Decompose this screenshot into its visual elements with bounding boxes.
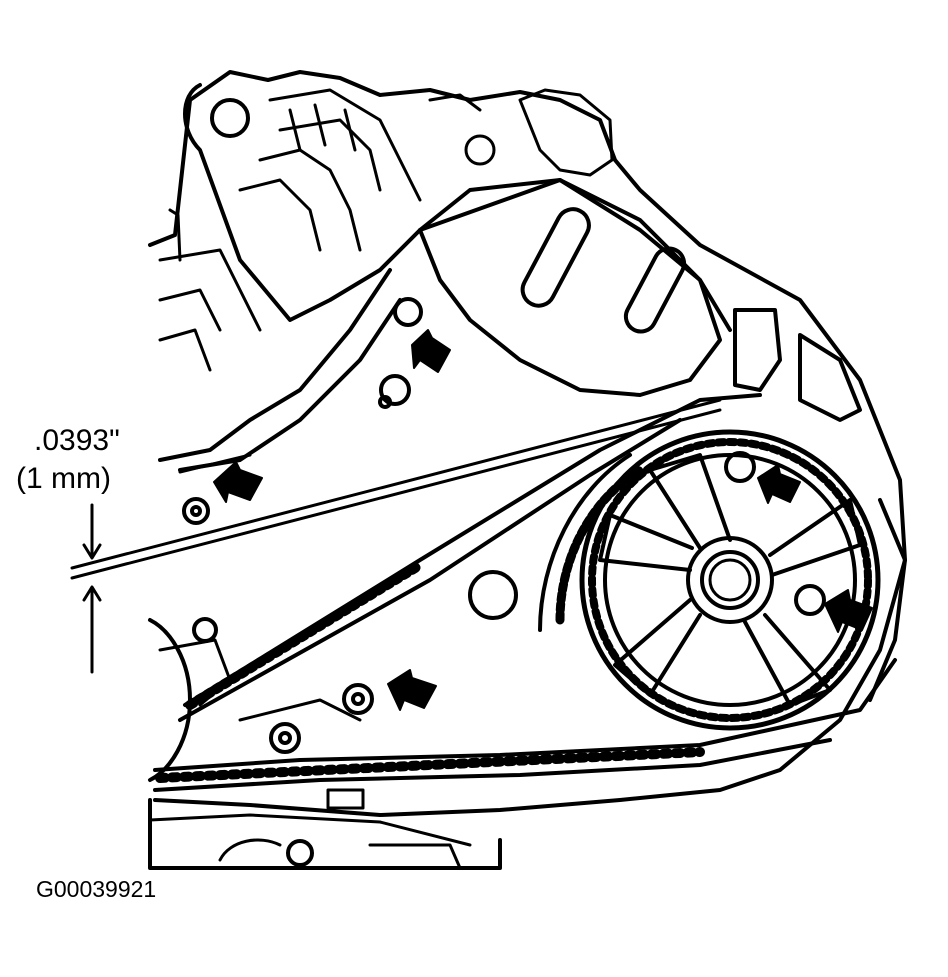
- arrow-tensioner: [387, 669, 437, 711]
- lower-housing: [148, 638, 472, 870]
- bolt-holes: [182, 297, 826, 867]
- timing-belt: [153, 393, 907, 792]
- straightedge: [70, 398, 722, 580]
- clearance-dimension: [82, 503, 102, 674]
- indicator-arrows: [213, 329, 873, 711]
- clearance-mm-label: (1 mm): [16, 462, 111, 495]
- arrow-sprocket-right: [824, 589, 873, 633]
- clearance-inch-label: .0393": [34, 424, 120, 457]
- arrow-lower-left: [213, 461, 263, 503]
- arrow-upper-bracket: [411, 329, 451, 373]
- timing-cover-plate: [418, 178, 862, 422]
- arrow-sprocket-upper: [757, 464, 801, 504]
- cylinder-head-detail: [158, 88, 614, 372]
- figure-code-label: G00039921: [36, 876, 157, 902]
- intermediate-sprocket: [148, 453, 645, 782]
- camshaft-sprocket: [579, 429, 881, 731]
